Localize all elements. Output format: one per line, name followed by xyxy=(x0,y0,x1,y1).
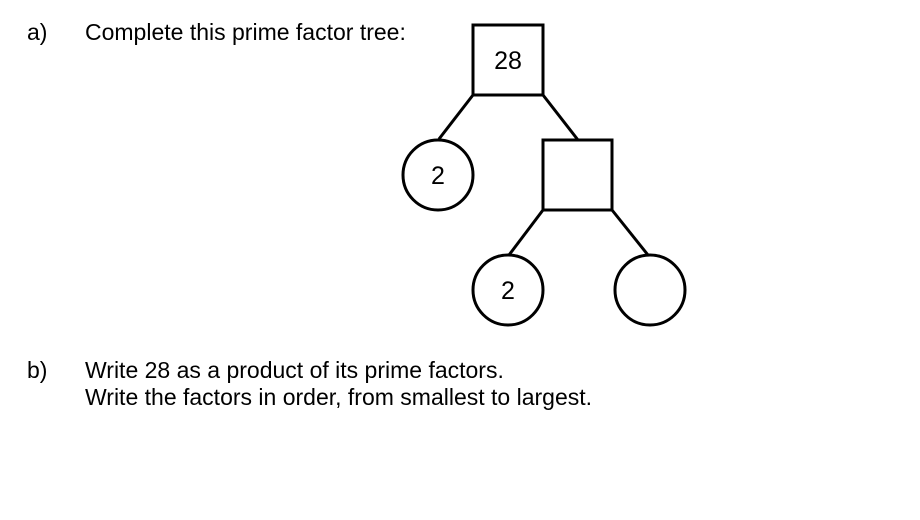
left-leaf-value: 2 xyxy=(431,162,445,190)
tree-branch xyxy=(610,209,650,256)
part-b-line1: Write 28 as a product of its prime facto… xyxy=(85,357,504,383)
left-leaf-circle xyxy=(401,138,475,212)
tree-branch xyxy=(507,209,545,256)
bottom-left-leaf-value: 2 xyxy=(501,277,515,305)
part-b-label: b) xyxy=(27,357,48,383)
root-box xyxy=(471,23,545,97)
part-a-instruction: Complete this prime factor tree: xyxy=(85,19,406,45)
root-value: 28 xyxy=(494,47,522,75)
bottom-left-leaf-circle xyxy=(471,253,545,327)
part-a-label: a) xyxy=(27,19,48,45)
tree-branch xyxy=(541,94,580,141)
middle-answer-box[interactable] xyxy=(541,138,614,212)
bottom-right-answer-circle[interactable] xyxy=(613,253,687,327)
tree-branch xyxy=(437,94,475,140)
part-b-line2: Write the factors in order, from smalles… xyxy=(85,384,593,410)
